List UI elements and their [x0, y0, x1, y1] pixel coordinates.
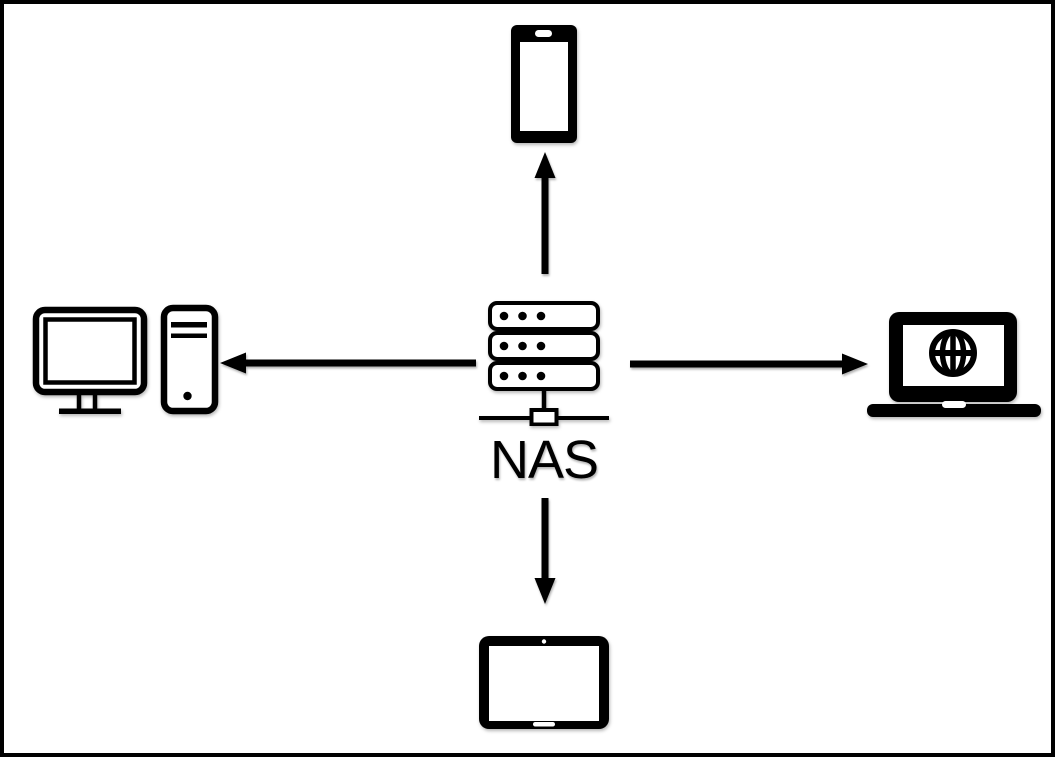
laptop-globe-icon	[867, 312, 1041, 417]
arrow-nas-to-smartphone	[528, 150, 562, 276]
arrow-nas-to-laptop	[628, 347, 870, 381]
arrow-nas-to-tablet	[528, 496, 562, 606]
nas-server-stack-icon	[479, 301, 609, 426]
arrow-nas-to-desktop	[218, 346, 478, 380]
desktop-computer-icon	[32, 304, 219, 415]
tablet-node	[479, 636, 609, 729]
nas-node	[474, 298, 614, 426]
nas-label: NAS	[489, 430, 599, 490]
smartphone-node	[511, 25, 577, 143]
globe-icon	[929, 329, 977, 377]
laptop-node	[866, 310, 1042, 418]
smartphone-icon	[511, 25, 577, 143]
desktop-computer-node	[31, 304, 221, 416]
tablet-icon	[479, 636, 609, 729]
